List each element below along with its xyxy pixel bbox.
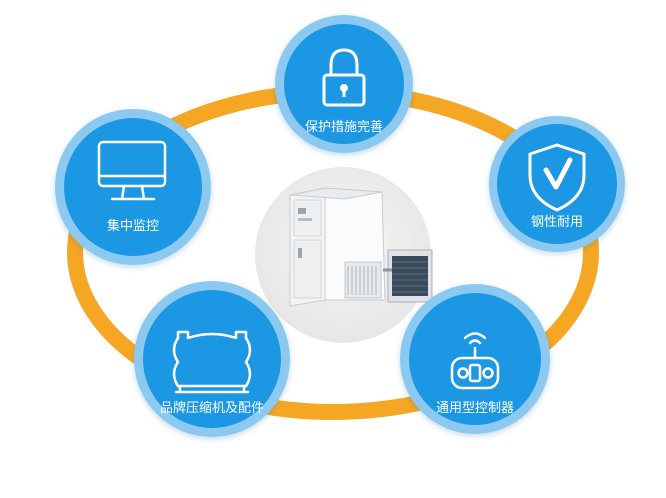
remote-controller-icon <box>450 332 500 390</box>
shield-check-icon <box>528 143 586 212</box>
feature-label-durable: 钢性耐用 <box>531 215 583 230</box>
feature-label-controller: 通用型控制器 <box>436 401 514 416</box>
feature-label-monitoring: 集中监控 <box>107 218 159 234</box>
padlock-icon <box>322 48 366 107</box>
center-product <box>255 167 433 343</box>
feature-label-protection: 保护措施完善 <box>305 119 383 135</box>
feature-compressor <box>134 281 290 437</box>
compressor-icon <box>172 330 252 394</box>
monitor-icon <box>97 140 167 201</box>
air-conditioning-unit-icon <box>289 187 433 307</box>
feature-label-compressor: 品牌压缩机及配件 <box>160 400 264 416</box>
